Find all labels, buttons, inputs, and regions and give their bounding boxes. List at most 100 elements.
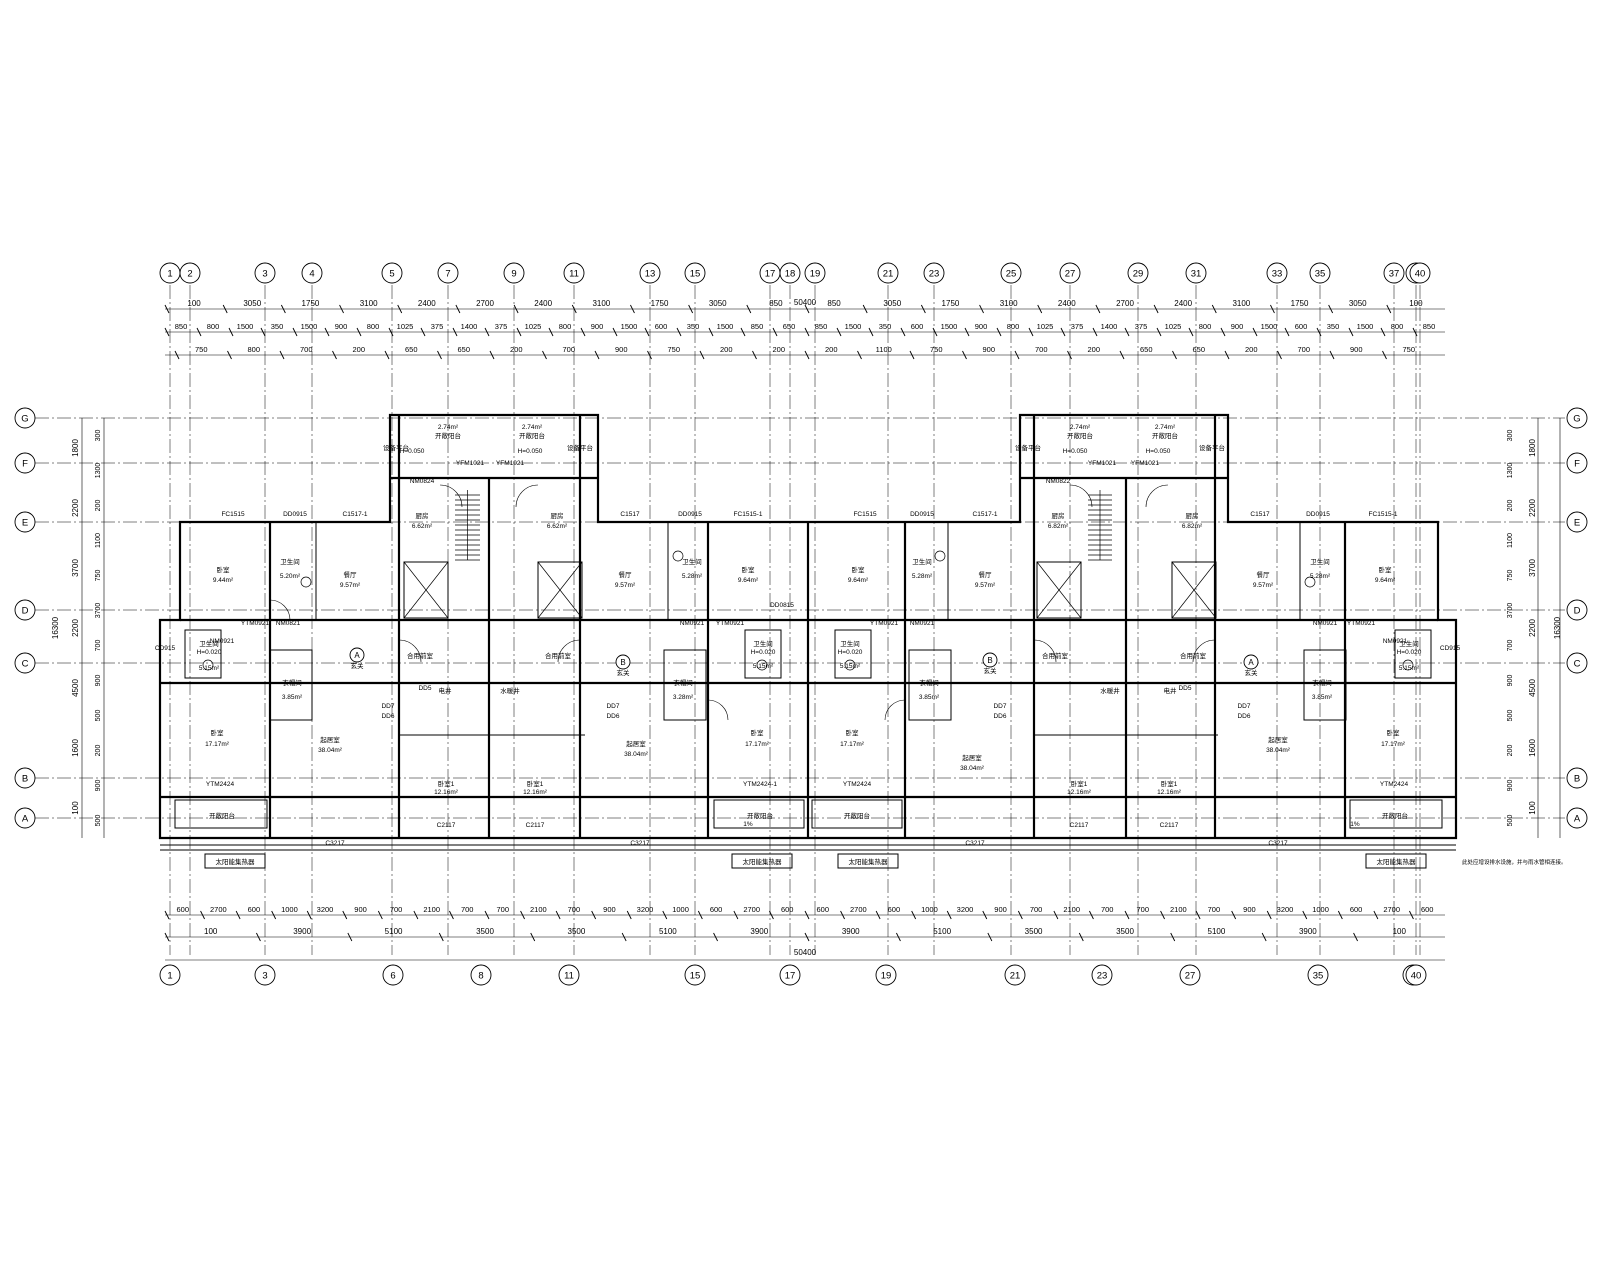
axis-bubble: 31 [1185,262,1207,284]
axis-bubble: 21 [877,262,899,284]
dimension-value: 350 [879,322,892,331]
dimension-value: 500 [95,815,102,827]
axis-bubble: 19 [875,964,897,986]
dimension-value: 2400 [418,299,436,308]
dimension-value: 200 [95,745,102,757]
door-code: DD6 [993,713,1006,720]
unit-label: A [1248,658,1254,667]
dimension-value: 2700 [476,299,494,308]
room-area: 5.15m² [199,665,220,672]
room-area: 17.17m² [205,741,230,748]
dimension-value: 800 [1199,322,1212,331]
room-label: 卧室1 [527,779,544,788]
room-labels: 卧室 9.44m² 卫生间 5.20m² 餐厅 9.57m² 厨房 6.62m²… [199,424,1420,820]
window-code: C3217 [1268,840,1288,847]
solar-label: 太阳能集热器 [216,857,256,866]
dimension-value: 3100 [1000,299,1018,308]
dimension-value: 200 [510,345,523,354]
door-code: YFM1021 [1088,460,1117,467]
dimension-value: 200 [1087,345,1100,354]
door-code: NM0921 [680,620,705,627]
dimension-value: 200 [720,345,733,354]
axis-bubble: 37 [1383,262,1405,284]
axis-bubble: 35 [1309,262,1331,284]
axis-label: 27 [1065,269,1076,280]
room-label: 水暖井 [500,686,520,695]
room-label: 合用前室 [1180,651,1207,660]
building-walls [158,413,1458,851]
dimension-value: 1500 [621,322,638,331]
room-label: 开敞阳台 [747,811,773,820]
room-area: 3.28m² [673,694,694,701]
axis-bubble: 6 [382,964,404,986]
axis-bubble: 1 [159,964,181,986]
axis-label: 27 [1185,971,1196,982]
room-area: 38.04m² [960,765,985,772]
room-label: 设备平台 [567,443,593,452]
dimension-value: 3700 [95,603,102,619]
dimension-value: 600 [177,905,190,914]
door-code: DD0915 [1306,511,1330,518]
axis-bubble: 2 [179,262,201,284]
dimension-value: 700 [1101,905,1114,914]
room-label: 开敞阳台 [1067,431,1093,440]
dimension-value: 100 [71,801,80,815]
window-code: C2117 [1160,822,1179,829]
axis-label: 11 [569,269,579,280]
dimension-value: 2700 [850,905,867,914]
dimension-value: 900 [354,905,367,914]
dimension-value: 375 [431,322,444,331]
axis-bubble: G [1566,407,1588,429]
dimension-value: 300 [1507,430,1514,442]
room-label: 卧室 [217,565,231,574]
axis-bubble: 3 [254,262,276,284]
axis-label: 6 [390,971,395,982]
dimension-value: 1100 [95,533,102,548]
elevation-mark: H=0.050 [1063,448,1088,455]
dimension-value: 900 [994,905,1007,914]
room-area: 9.57m² [1253,582,1274,589]
dimension-value: 375 [1071,322,1084,331]
axis-label: 23 [929,269,940,280]
axis-label: G [21,414,28,425]
room-label: 卧室 [751,728,765,737]
axis-label: 9 [511,269,516,280]
room-area: 2.74m² [522,424,543,431]
dimension-value: 2100 [1170,905,1187,914]
dimension-value: 1000 [672,905,689,914]
dimension-value: 600 [1295,322,1308,331]
dimension-value: 100 [187,299,201,308]
room-label: 合用前室 [545,651,572,660]
dimension-value: 3500 [568,927,586,936]
dimension-value: 900 [335,322,348,331]
axis-label: 23 [1097,971,1108,982]
axis-bubble: 15 [684,964,706,986]
dimension-value: 1500 [1261,322,1278,331]
door-code: DD5 [1178,685,1191,692]
room-area: 38.04m² [624,751,649,758]
dimension-value: 2200 [1528,499,1537,517]
room-label: 合用前室 [1042,651,1069,660]
dimension-value: 1500 [845,322,862,331]
unit-markers: A B B A [349,647,1259,670]
axis-bubble: 5 [381,262,403,284]
room-label: 开敞阳台 [435,431,461,440]
dimension-value: 1400 [1101,322,1118,331]
door-code: NM0821 [276,620,301,627]
room-label: 衣帽间 [1312,678,1332,687]
window-code: C2117 [526,822,545,829]
axis-label: E [1574,518,1580,529]
elevation-mark: H=0.020 [838,649,863,656]
dimension-value: 2700 [1383,905,1400,914]
dimension-value: 700 [1137,905,1150,914]
door-code: NM0921 [1313,620,1338,627]
dimension-value: 900 [1243,905,1256,914]
dimension-value: 3900 [842,927,860,936]
room-label: 起居室 [320,735,340,744]
unit-label: B [620,658,625,667]
slope-mark: 1% [1350,821,1360,828]
axis-label: 2 [187,269,192,280]
axis-bubble: C [1566,652,1588,674]
door-code: DD7 [993,703,1006,710]
room-label: 卫生间 [682,557,702,566]
